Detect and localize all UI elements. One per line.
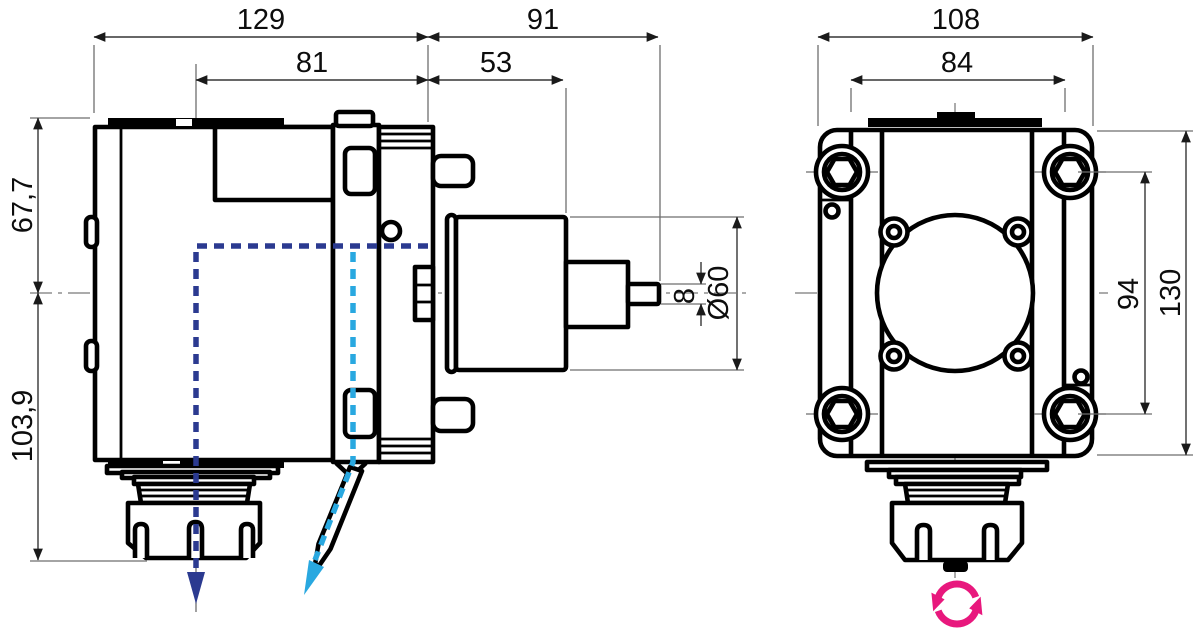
side-flange-housing [330, 109, 476, 480]
upper-stud [430, 153, 476, 189]
front-view: 108 84 94 130 [795, 4, 1193, 628]
dim-129-label: 129 [237, 4, 285, 36]
dowel-pin-right [1072, 368, 1090, 386]
face-screw-icon [878, 340, 910, 372]
face-screw-icon [1002, 216, 1034, 248]
dim-53-label: 53 [480, 47, 512, 79]
hex-bolt-icon [1034, 143, 1106, 201]
dim-103-9-label: 103,9 [7, 390, 39, 463]
hex-bolt-icon [806, 143, 878, 201]
corner-bolts [806, 143, 1106, 443]
side-drive-cylinder [444, 212, 662, 375]
rotation-arrow-icon [931, 580, 983, 628]
tilted-tool-outline [312, 464, 365, 569]
collet-screw-tip [943, 561, 968, 572]
hex-bolt-icon [806, 385, 878, 443]
dim-94-label: 94 [1113, 278, 1145, 310]
dim-67-7-label: 67,7 [7, 177, 39, 233]
spindle-bore-circle [874, 212, 1036, 374]
front-view-dimensions: 108 84 94 130 [817, 4, 1193, 456]
spindle-direction-arrows [187, 243, 428, 604]
side-view-dimensions: 129 91 81 53 67,7 103,9 8 Ø60 [7, 4, 744, 562]
face-screw-icon [1002, 340, 1034, 372]
side-collet [104, 463, 281, 561]
dim-84-label: 84 [941, 47, 973, 79]
dim-91-label: 91 [527, 4, 559, 36]
dim-8-label: 8 [669, 288, 701, 304]
cyan-arrowhead-icon [304, 560, 324, 595]
cyan-direction-path [312, 252, 356, 561]
side-body [83, 118, 336, 468]
navy-arrowhead-icon [187, 572, 205, 604]
lower-stud [430, 396, 476, 434]
navy-direction-path [193, 243, 428, 570]
dim-130-label: 130 [1155, 269, 1187, 317]
face-screw-icon [878, 216, 910, 248]
dim-108-label: 108 [932, 4, 980, 36]
dim-81-label: 81 [296, 47, 328, 79]
hex-bolt-icon [1034, 385, 1106, 443]
shaft-tip [625, 281, 662, 307]
flange-hole [379, 219, 403, 243]
front-collet [864, 459, 1050, 572]
dowel-pin-left [823, 202, 841, 220]
spindle-face [874, 212, 1036, 374]
side-view: 129 91 81 53 67,7 103,9 8 Ø60 [7, 4, 752, 612]
dim-d60-label: Ø60 [703, 266, 735, 321]
